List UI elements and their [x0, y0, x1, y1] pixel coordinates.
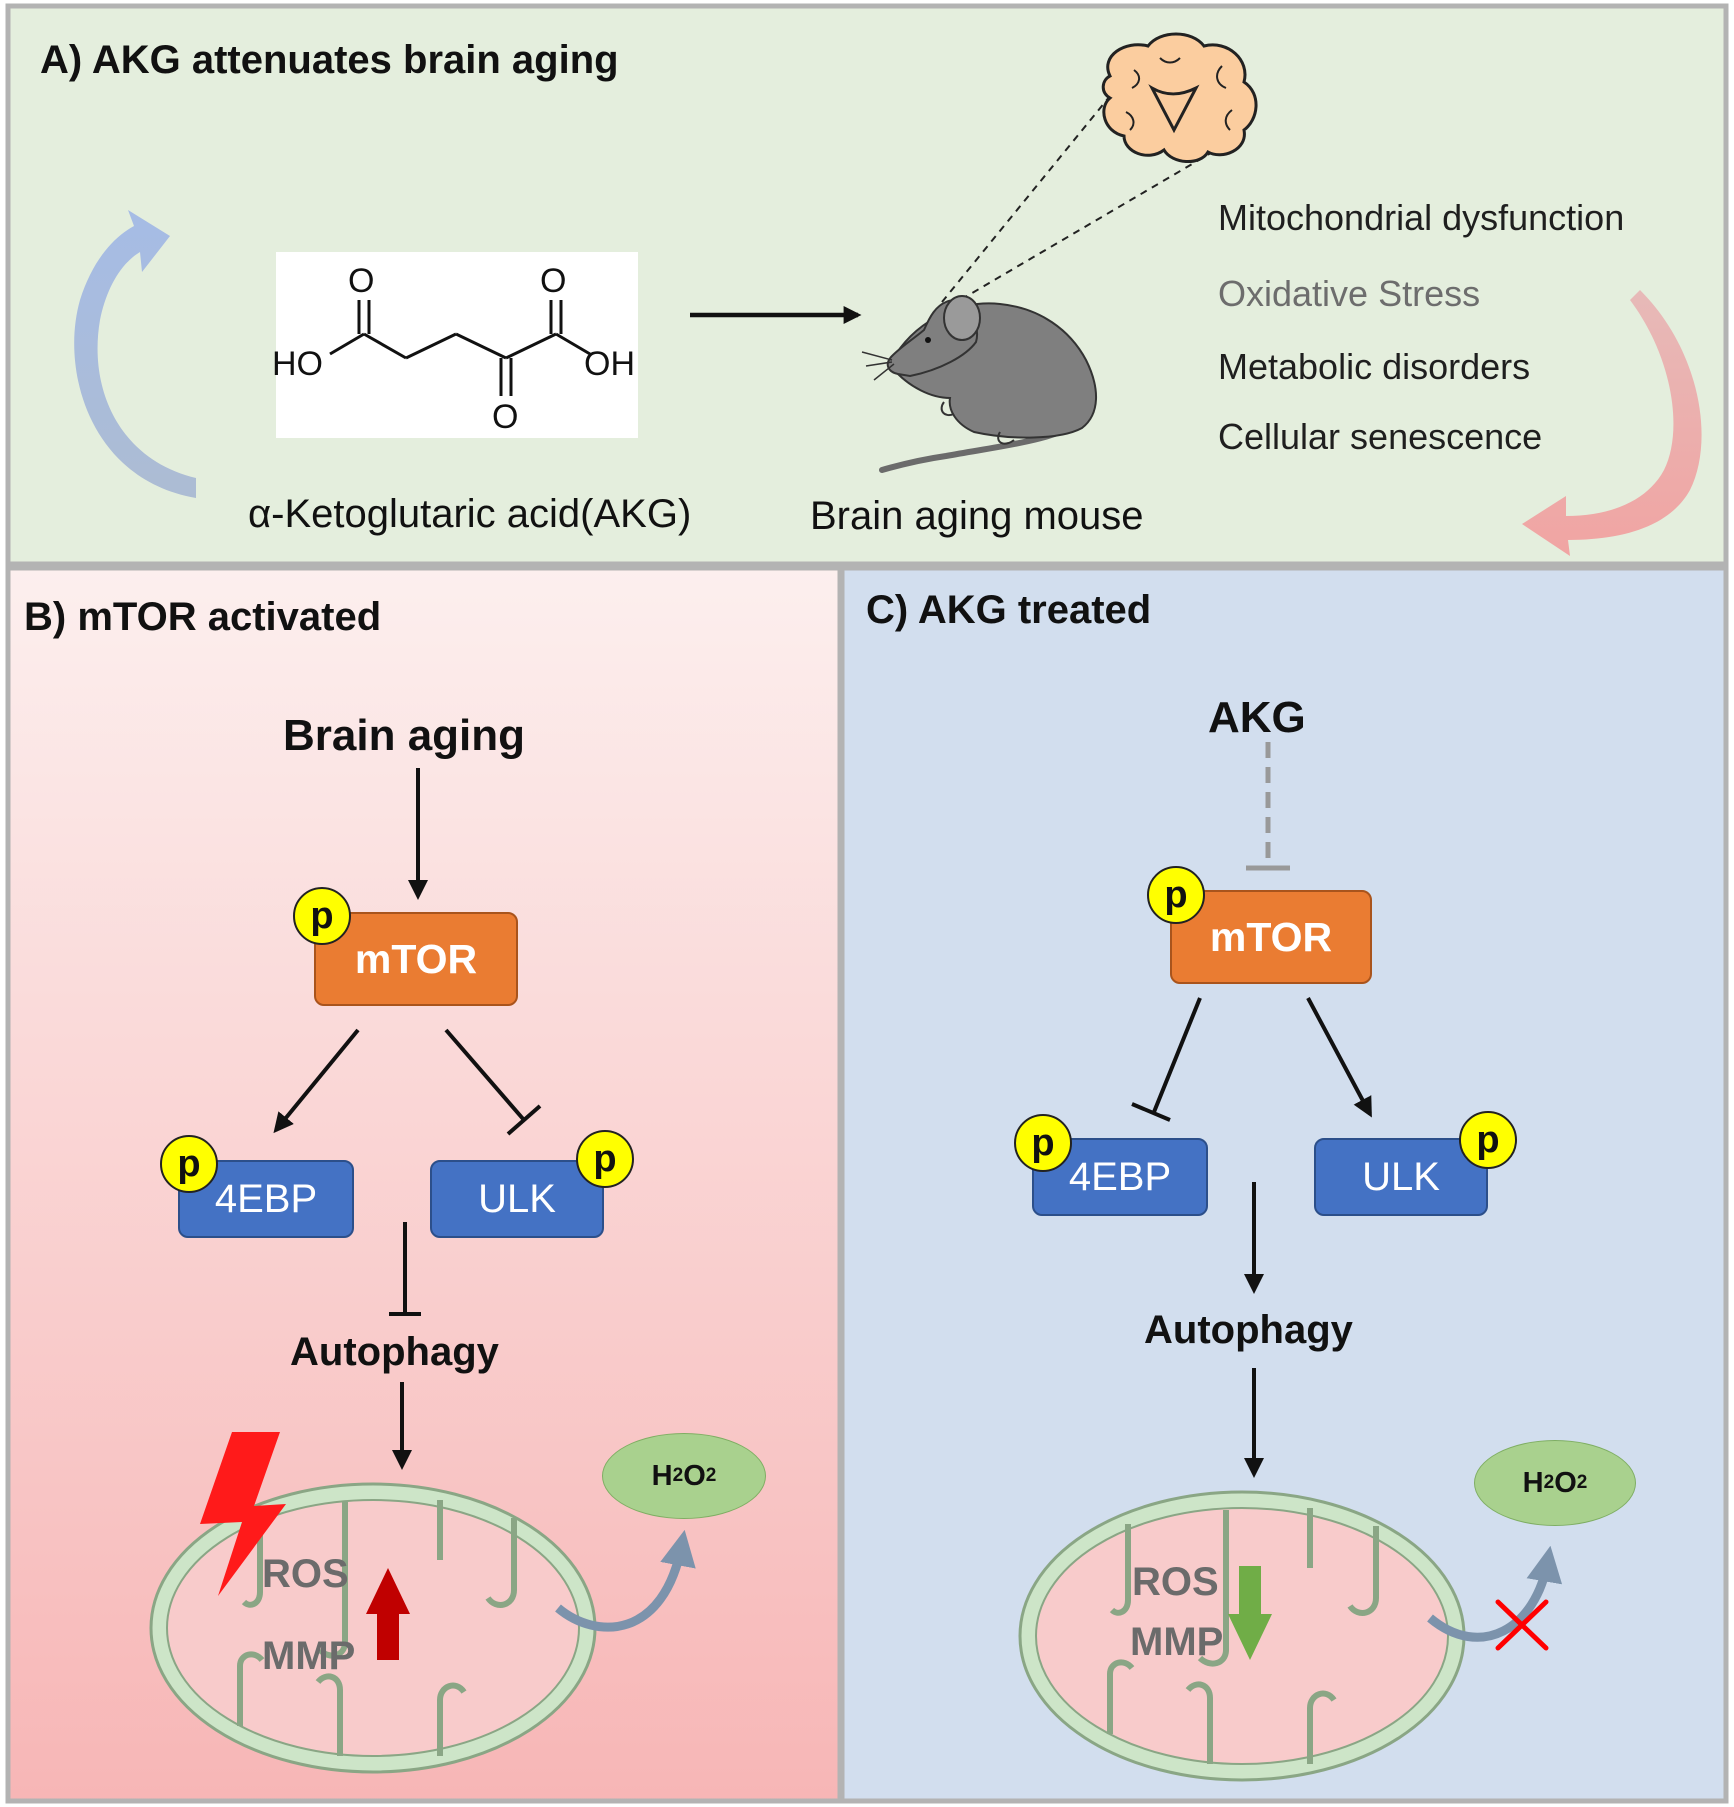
panel-c-ros: ROS — [1132, 1560, 1219, 1604]
h2o2-base: H — [1522, 1466, 1544, 1499]
h2o2-sub: 2 — [672, 1465, 684, 1486]
panel-b-trigger: Brain aging — [283, 711, 526, 760]
akg-structure — [329, 300, 591, 396]
mouse-icon — [861, 295, 1098, 473]
atom-oh: OH — [584, 345, 635, 383]
h2o2-mid: O — [1554, 1466, 1577, 1499]
molecule-box — [276, 252, 638, 438]
down-arrow-icon — [1228, 1566, 1272, 1660]
panel-a-title: A) AKG attenuates brain aging — [40, 38, 619, 82]
hallmark-oxidative-stress: Oxidative Stress — [1218, 273, 1481, 314]
panel-c-process: Autophagy — [1144, 1308, 1353, 1352]
hallmark-cellular-senescence: Cellular senescence — [1218, 416, 1543, 457]
panel-b-ulk-node: ULK — [430, 1160, 604, 1238]
panel-c-trigger: AKG — [1208, 693, 1306, 742]
panel-b-ulk-phospho: p — [576, 1130, 634, 1188]
atom-o-bottom: O — [492, 398, 519, 436]
h2o2-mid: O — [683, 1459, 706, 1492]
atom-ho: HO — [272, 345, 323, 383]
molecule-caption: α-Ketoglutaric acid(AKG) — [248, 492, 692, 536]
panel-c-4ebp-phospho: p — [1014, 1114, 1072, 1172]
panel-c-mmp: MMP — [1130, 1620, 1224, 1664]
panel-c-mtor-phospho: p — [1147, 866, 1205, 924]
brain-icon — [1101, 32, 1258, 163]
lightning-icon — [200, 1432, 286, 1596]
cycle-arrow-icon — [1522, 290, 1702, 556]
cycle-arrow-icon — [74, 210, 196, 498]
mitochondrion-icon — [149, 1482, 597, 1774]
atom-o-left-top: O — [348, 262, 375, 300]
mouse-caption: Brain aging mouse — [810, 494, 1144, 538]
panel-b-mmp: MMP — [262, 1634, 356, 1678]
panel-b-ros: ROS — [262, 1552, 349, 1596]
atom-o-right-top: O — [540, 262, 567, 300]
hallmark-metabolic-disorders: Metabolic disorders — [1218, 346, 1531, 387]
up-arrow-icon — [366, 1568, 410, 1660]
panel-c-ulk-phospho: p — [1459, 1111, 1517, 1169]
hallmark-mitochondrial-dysfunction: Mitochondrial dysfunction — [1218, 197, 1625, 238]
h2o2-base: H — [651, 1459, 673, 1492]
h2o2-sub: 2 — [1576, 1472, 1588, 1493]
panel-b-4ebp-phospho: p — [160, 1135, 218, 1193]
cross-icon — [1495, 1599, 1549, 1651]
panel-b-process: Autophagy — [290, 1330, 499, 1374]
panel-b-title: B) mTOR activated — [24, 595, 382, 639]
panel-b-mtor-phospho: p — [293, 887, 351, 945]
h2o2-sub: 2 — [1543, 1472, 1555, 1493]
panel-c-ulk-node: ULK — [1314, 1138, 1488, 1216]
panel-c-title: C) AKG treated — [866, 588, 1152, 632]
h2o2-sub: 2 — [705, 1465, 717, 1486]
panel-c-mtor-node: mTOR — [1170, 890, 1372, 984]
